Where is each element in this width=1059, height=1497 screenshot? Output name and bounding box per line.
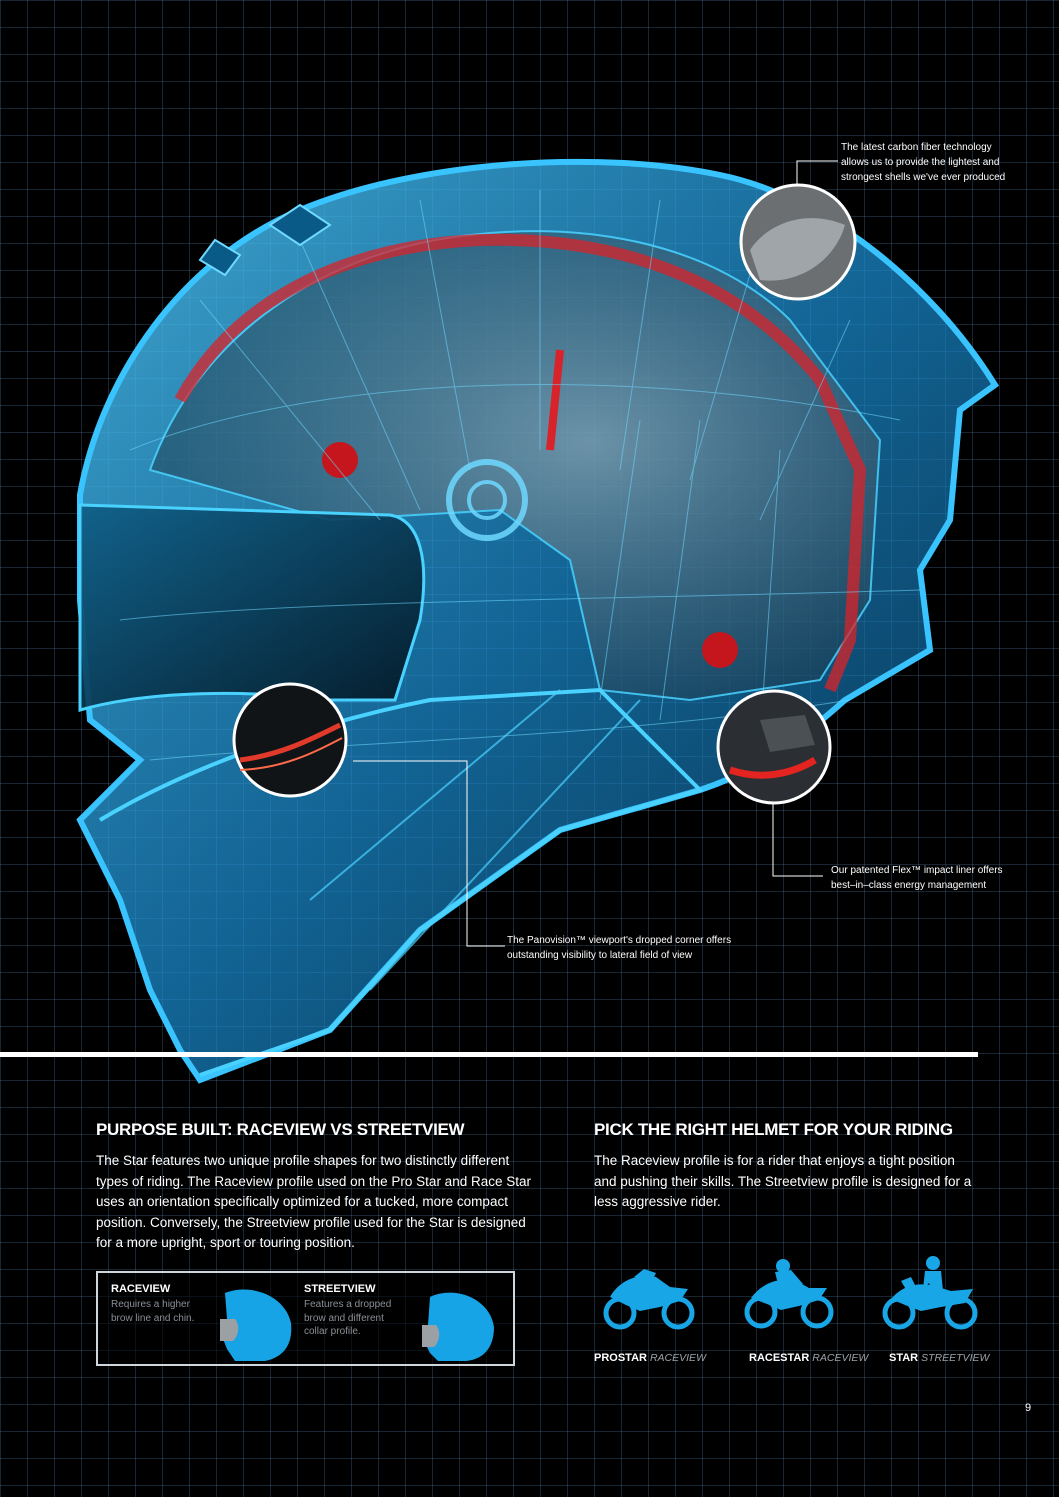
streetview-helmet-icon: [422, 1292, 494, 1361]
carbon-callout-line-1: The latest carbon fiber technology: [841, 142, 992, 153]
panovision-callout: The Panovision™ viewport's dropped corne…: [507, 933, 767, 963]
sportbike-icon: [603, 1269, 695, 1330]
flex-liner-callout: Our patented Flex™ impact liner offers b…: [831, 863, 1031, 893]
right-section-body: The Raceview profile is for a rider that…: [594, 1153, 972, 1209]
raceview-description: Requires a higher brow line and chin.: [111, 1299, 195, 1324]
raceview-title: RACEVIEW: [111, 1283, 171, 1295]
panovision-detail: [232, 682, 348, 798]
section-divider: [0, 1052, 978, 1057]
racestar-profile: RACEVIEW: [812, 1352, 869, 1364]
right-section-heading: PICK THE RIGHT HELMET FOR YOUR RIDING: [594, 1120, 953, 1139]
flex-liner-detail: [716, 689, 832, 805]
star-profile: STREETVIEW: [921, 1352, 990, 1364]
carbon-callout-line-2: allows us to provide the lightest and: [841, 157, 1000, 168]
panovision-callout-line-1: The Panovision™ viewport's dropped corne…: [507, 935, 732, 946]
racestar-model: RACESTAR: [749, 1352, 810, 1364]
helmet-cutaway-illustration: [76, 158, 1000, 1084]
prostar-model: PROSTAR: [594, 1352, 647, 1364]
panovision-callout-line-2: outstanding visibility to lateral field …: [507, 950, 693, 961]
profile-comparison-box: RACEVIEW Requires a higher brow line and…: [96, 1271, 515, 1366]
flex-callout-line-2: best–in–class energy management: [831, 880, 987, 891]
carbon-callout-line-3: strongest shells we've ever produced: [841, 172, 1006, 183]
carbon-fiber-detail: [739, 183, 857, 301]
streetview-description: Features a dropped brow and different co…: [304, 1299, 392, 1337]
sportbike-rider-icon: [744, 1259, 834, 1329]
flex-callout-line-1: Our patented Flex™ impact liner offers: [831, 865, 1003, 876]
star-model: STAR: [889, 1352, 919, 1364]
touring-bike-rider-icon: [882, 1256, 978, 1330]
left-section-heading: PURPOSE BUILT: RACEVIEW VS STREETVIEW: [96, 1120, 465, 1139]
left-section-body: The Star features two unique profile sha…: [96, 1153, 531, 1250]
page-number: 9: [1025, 1402, 1032, 1414]
streetview-title: STREETVIEW: [304, 1283, 376, 1295]
carbon-fiber-callout: The latest carbon fiber technology allow…: [841, 140, 1021, 185]
raceview-helmet-icon: [220, 1289, 292, 1361]
prostar-profile: RACEVIEW: [649, 1352, 706, 1364]
